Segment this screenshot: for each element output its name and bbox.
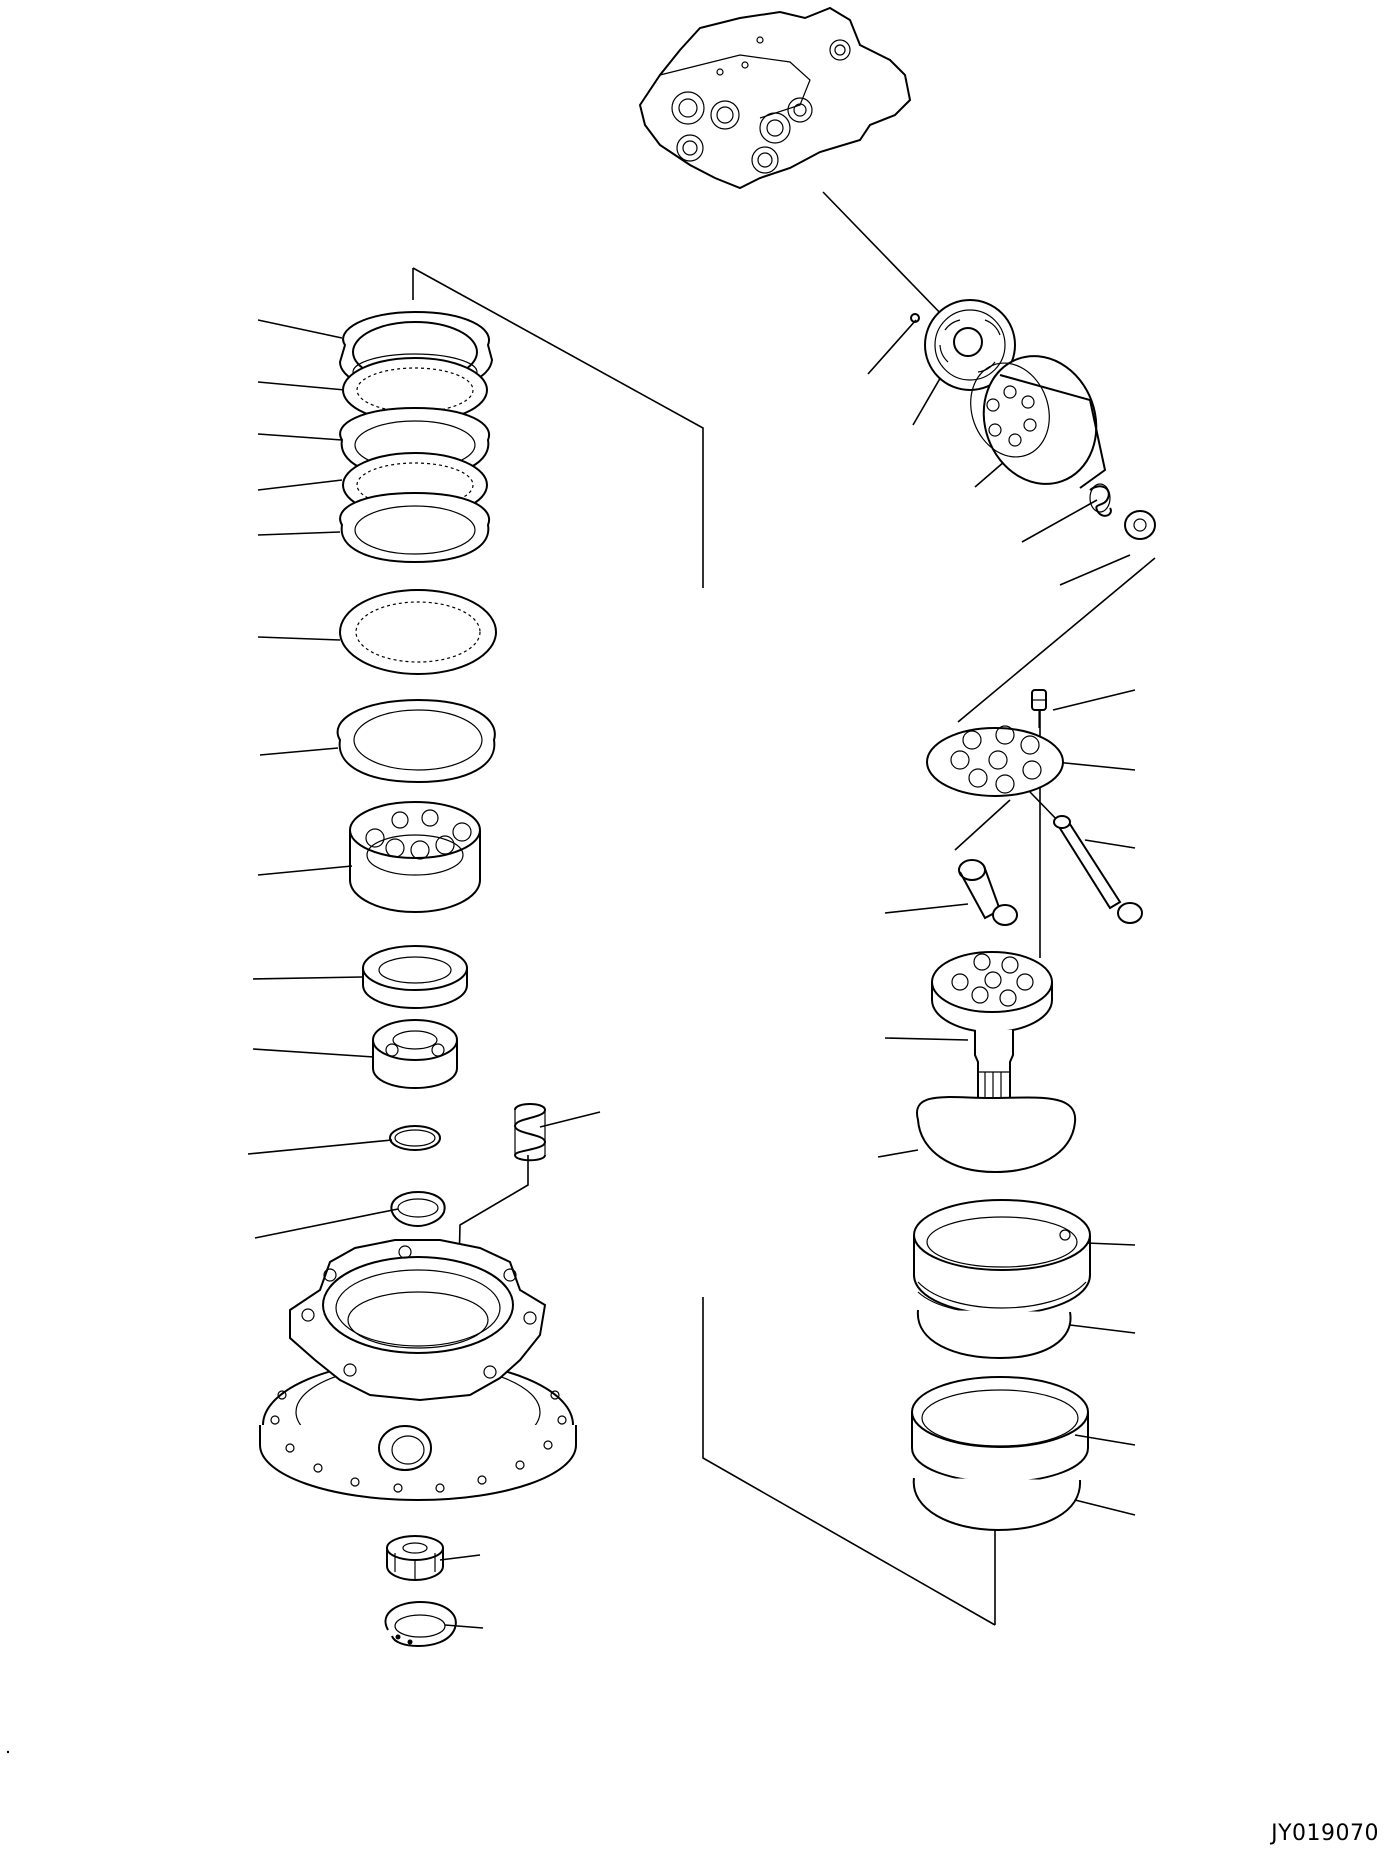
spring	[515, 1104, 545, 1160]
drive-shaft	[932, 952, 1052, 1100]
collar	[914, 1200, 1090, 1314]
piston-shoe	[1054, 816, 1142, 923]
valve-body	[640, 8, 910, 188]
roller-bearing	[350, 802, 480, 912]
snap-ring	[391, 1192, 444, 1226]
callout-leader-lines	[248, 320, 1135, 1628]
retainer-plate	[927, 726, 1063, 796]
shim-disc	[917, 1097, 1075, 1172]
retaining-ring	[386, 1602, 456, 1646]
friction-plate-3	[340, 493, 489, 562]
seal-ring	[918, 1310, 1071, 1358]
ball-bearing	[373, 1020, 457, 1088]
friction-disc-3	[340, 590, 496, 674]
drawing-code: JY019070	[1271, 1821, 1379, 1846]
stray-mark	[6, 1750, 10, 1754]
o-ring	[390, 1126, 440, 1150]
friction-plate-4	[338, 700, 495, 782]
lock-nut	[387, 1536, 443, 1580]
bolt	[1032, 690, 1046, 728]
lower-ring	[914, 1478, 1080, 1530]
bearing-outer-race	[912, 1377, 1088, 1482]
spring-assembly	[1090, 484, 1111, 516]
cylinder-block	[958, 340, 1114, 500]
oil-seal	[363, 946, 467, 1008]
valve-plate	[925, 300, 1015, 390]
motor-housing	[260, 1240, 576, 1500]
assembly-bracket-lines	[413, 192, 1155, 1625]
washer	[1125, 511, 1155, 539]
center-piston	[959, 860, 1017, 925]
valve-plate-pin	[911, 314, 919, 322]
